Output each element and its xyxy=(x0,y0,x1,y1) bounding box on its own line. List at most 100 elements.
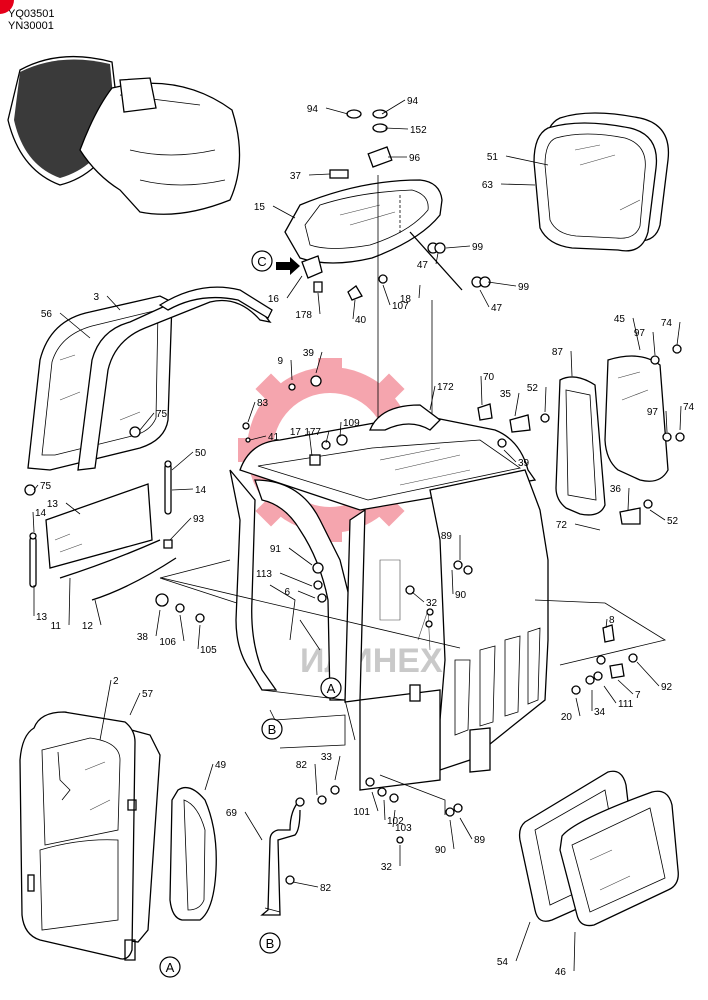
leader-line xyxy=(679,405,682,431)
part-number-label: 7 xyxy=(635,690,641,701)
part-number-label: 47 xyxy=(491,303,503,314)
leader-line xyxy=(636,661,660,687)
callout-markers: C A B A B xyxy=(159,250,342,978)
leader-line xyxy=(59,312,91,339)
part-number-label: 105 xyxy=(200,645,217,656)
part-number-label: 103 xyxy=(395,823,412,834)
leader-line xyxy=(94,599,102,626)
part-number-label: 56 xyxy=(41,309,53,320)
part-number-label: 107 xyxy=(392,301,409,312)
upper-right-glass xyxy=(533,112,670,252)
part-number-label: 12 xyxy=(82,621,94,632)
front-window-frame xyxy=(24,286,273,496)
leader-line xyxy=(459,817,473,840)
part-number-label: 13 xyxy=(36,612,48,623)
leader-line xyxy=(325,107,349,115)
part-number-label: 172 xyxy=(437,382,454,393)
leader-line xyxy=(503,449,517,463)
leader-line xyxy=(65,502,81,515)
leader-line xyxy=(317,292,321,315)
part-number-label: 113 xyxy=(256,569,272,580)
callout-b-bottom: B xyxy=(266,936,275,951)
part-number-label: 9 xyxy=(277,356,283,367)
leader-line xyxy=(244,811,263,841)
part-number-label: 17 xyxy=(290,427,302,438)
leader-line xyxy=(573,931,576,972)
part-number-label: 82 xyxy=(296,760,308,771)
leader-line xyxy=(139,412,155,431)
leader-line xyxy=(505,155,549,166)
leader-line xyxy=(32,511,35,533)
part-number-label: 47 xyxy=(417,260,429,271)
part-number-label: 41 xyxy=(268,432,280,443)
hatch-hardware xyxy=(276,109,491,455)
leader-line xyxy=(445,245,471,249)
part-number-label: 20 xyxy=(561,712,573,723)
leader-line xyxy=(334,755,341,781)
leader-line xyxy=(314,763,318,796)
part-number-label: 32 xyxy=(426,598,438,609)
leader-line xyxy=(411,591,425,603)
leader-line xyxy=(249,435,267,441)
leader-line xyxy=(449,819,455,850)
part-number-label: 90 xyxy=(435,845,447,856)
part-number-label: 75 xyxy=(156,409,168,420)
leader-line xyxy=(500,183,536,186)
part-number-label: 50 xyxy=(195,448,207,459)
leader-line xyxy=(575,697,581,717)
part-number-label: 14 xyxy=(195,485,207,496)
part-number-label: 89 xyxy=(441,531,453,542)
catalog-code-1: YQ03501 xyxy=(8,8,55,20)
part-number-label: 40 xyxy=(355,315,367,326)
leader-line xyxy=(292,881,319,888)
part-number-label: 75 xyxy=(40,481,52,492)
leader-line xyxy=(204,763,214,791)
part-number-label: 97 xyxy=(634,328,646,339)
part-number-label: 3 xyxy=(93,292,99,303)
part-number-label: 32 xyxy=(381,862,393,873)
leader-line xyxy=(352,299,356,320)
part-number-label: 83 xyxy=(257,398,269,409)
part-number-label: 70 xyxy=(483,372,495,383)
part-number-label: 96 xyxy=(409,153,421,164)
leader-line xyxy=(272,205,296,219)
callout-c: C xyxy=(257,254,266,269)
cab-frame xyxy=(229,404,549,791)
callout-a-bottom: A xyxy=(166,960,175,975)
part-number-labels: 9494152963715994799471810740178165163356… xyxy=(32,96,695,978)
leader-line xyxy=(384,127,409,130)
leader-line xyxy=(574,523,601,531)
leader-line xyxy=(392,809,396,828)
leader-line xyxy=(279,572,313,587)
rear-side-glass xyxy=(477,344,685,525)
leader-line xyxy=(418,284,421,299)
leader-line xyxy=(514,392,520,417)
part-number-label: 6 xyxy=(284,587,290,598)
part-number-label: 177 xyxy=(304,427,321,438)
part-number-label: 101 xyxy=(353,807,370,818)
rear-quarter-glass xyxy=(169,786,217,921)
leader-line xyxy=(297,590,316,599)
part-number-label: 51 xyxy=(487,152,499,163)
part-number-label: 15 xyxy=(254,202,266,213)
leader-line xyxy=(479,289,490,308)
part-number-label: 2 xyxy=(113,676,119,687)
part-number-label: 14 xyxy=(35,508,47,519)
leader-line xyxy=(247,401,256,423)
part-number-label: 106 xyxy=(159,637,176,648)
lower-right-glass xyxy=(518,770,679,927)
leader-line xyxy=(649,509,666,521)
leader-line xyxy=(325,430,330,444)
part-number-label: 178 xyxy=(295,310,312,321)
leader-line xyxy=(381,99,406,115)
leader-line xyxy=(570,350,573,377)
leader-line xyxy=(169,517,192,541)
part-number-label: 99 xyxy=(472,242,484,253)
part-number-label: 72 xyxy=(556,520,568,531)
catalog-code-2: YN30001 xyxy=(8,20,54,32)
cab-door xyxy=(19,711,161,961)
leader-line xyxy=(288,547,313,566)
leader-line xyxy=(665,410,668,433)
part-number-label: 34 xyxy=(594,707,606,718)
leader-line xyxy=(676,321,681,346)
